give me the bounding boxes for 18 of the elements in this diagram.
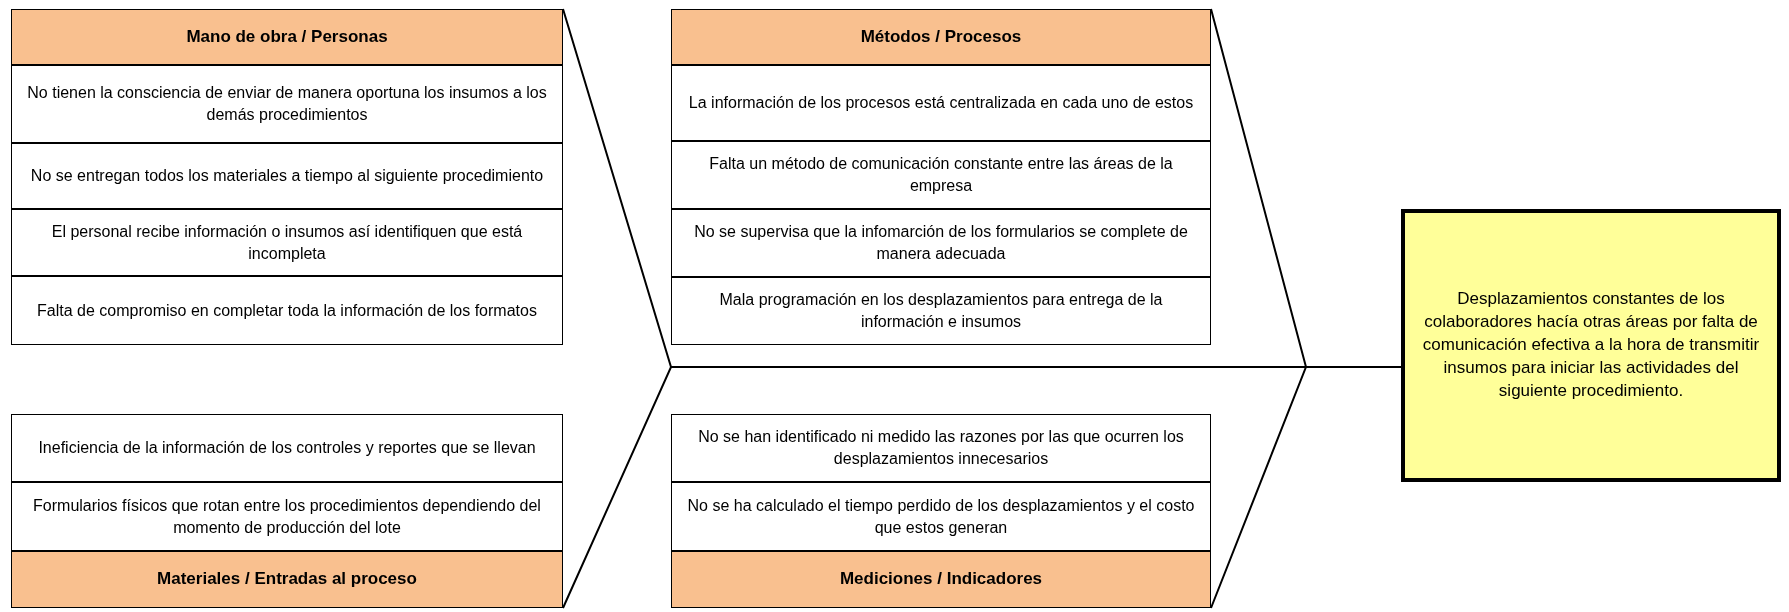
cause-box: Mala programación en los desplazamientos para entrega de la información e insumos: [671, 277, 1211, 345]
cause-box: El personal recibe información o insumos así identifiquen que está incompleta: [11, 209, 563, 276]
connector-line: [1210, 366, 1402, 609]
cause-box: Ineficiencia de la información de los controles y reportes que se llevan: [11, 414, 563, 482]
cause-box: Falta un método de comunicación constante entre las áreas de la empresa: [671, 141, 1211, 209]
category-header: Materiales / Entradas al proceso: [11, 551, 563, 608]
cause-box: No se supervisa que la infomarción de los formularios se complete de manera adecuada: [671, 209, 1211, 277]
cause-box: No se entregan todos los materiales a tiempo al siguiente procedimiento: [11, 143, 563, 209]
category-header: Métodos / Procesos: [671, 9, 1211, 65]
cause-box: No se han identificado ni medido las razones por las que ocurren los desplazamientos innecesarios: [671, 414, 1211, 482]
effect-box: Desplazamientos constantes de los colaboradores hacía otras áreas por falta de comunicación efectiva a la hora de transmitir insumos para iniciar las actividades del siguiente procedimiento.: [1401, 209, 1781, 482]
category-header: Mano de obra / Personas: [11, 9, 563, 65]
cause-box: Formularios físicos que rotan entre los procedimientos dependiendo del momento de producción del lote: [11, 482, 563, 551]
cause-box: La información de los procesos está centralizada en cada uno de estos: [671, 65, 1211, 141]
cause-box: Falta de compromiso en completar toda la información de los formatos: [11, 276, 563, 345]
category-header: Mediciones / Indicadores: [671, 551, 1211, 608]
cause-box: No tienen la consciencia de enviar de manera oportuna los insumos a los demás procedimientos: [11, 65, 563, 143]
cause-box: No se ha calculado el tiempo perdido de los desplazamientos y el costo que estos generan: [671, 482, 1211, 551]
